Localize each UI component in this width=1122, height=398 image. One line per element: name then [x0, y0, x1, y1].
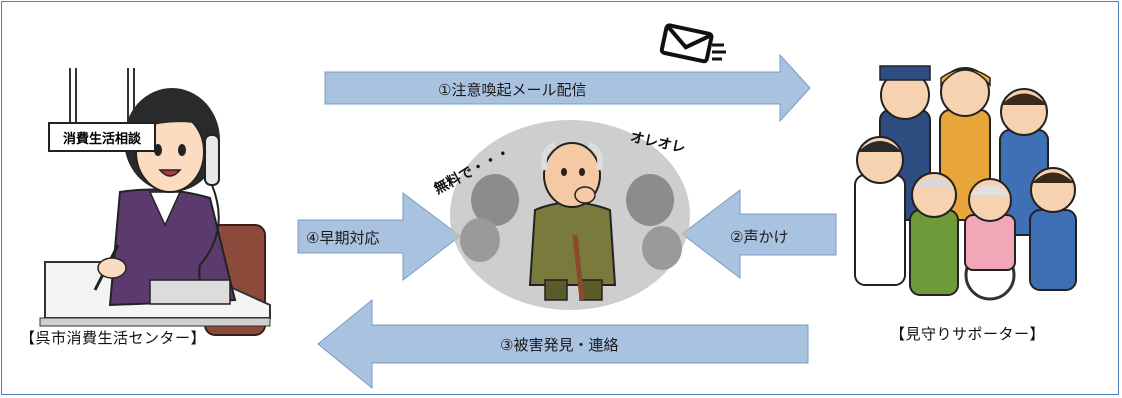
supporters-illustration	[854, 65, 1077, 301]
consultation-sign: 消費生活相談	[48, 122, 156, 152]
mail-icon	[659, 23, 714, 64]
speed-lines-icon	[712, 43, 726, 61]
label-damage-report: ③被害発見・連絡	[500, 336, 619, 354]
arrow-early-response	[297, 191, 461, 282]
caption-center: 【呉市消費生活センター】	[20, 329, 207, 347]
label-alert-mail: ①注意喚起メール配信	[438, 81, 587, 99]
consultant-illustration	[39, 68, 271, 336]
label-early-response: ④早期対応	[306, 229, 380, 247]
caption-supporters: 【見守りサポーター】	[890, 325, 1046, 343]
arrow-alert-mail	[324, 53, 811, 123]
label-call-out: ②声かけ	[730, 228, 789, 246]
arrow-call-out	[681, 188, 837, 280]
arrow-damage-report	[317, 298, 809, 390]
elderly-victim-illustration	[450, 120, 690, 310]
